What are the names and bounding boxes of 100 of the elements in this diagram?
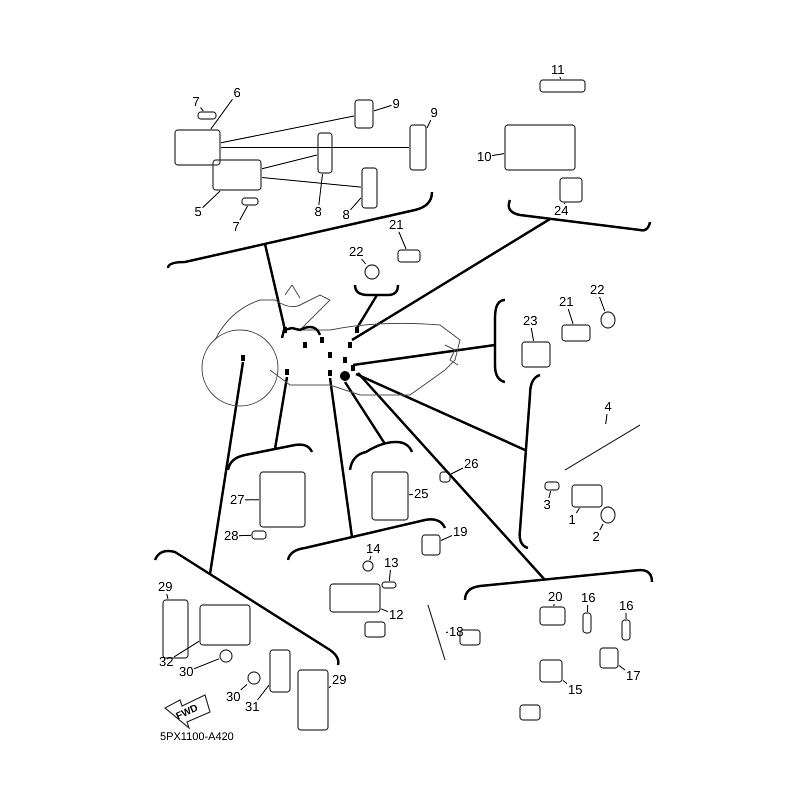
callout-number: 12 [389,608,404,622]
callout-number: 22 [590,283,604,297]
connector-line [351,218,551,342]
cable-line [262,154,318,170]
leader-line [586,604,588,612]
callout-number: 23 [523,314,538,328]
bracket [494,298,506,384]
callout-number: 32 [159,655,174,669]
callout-number: 9 [392,97,400,111]
callout-number: 19 [453,525,468,539]
callout-number: 16 [619,599,634,613]
callout-number: 4 [604,400,612,414]
leader-line [599,524,604,530]
callout-number: 6 [234,86,241,100]
callout-number: 26 [464,457,478,471]
washer-drawing [362,560,374,572]
o-ring-drawing [600,506,616,524]
connector-line [355,372,526,452]
washer-drawing [600,311,616,329]
leader-line [380,608,388,612]
leader-line [599,296,606,312]
connector-line [357,372,546,581]
leader-line [446,632,448,633]
leader-line [530,328,534,342]
callout-number: 18 [449,625,464,639]
leader-line [374,104,392,112]
callout-number: 25 [414,487,428,501]
bracket [226,443,314,470]
callout-number: 7 [192,95,200,109]
bracket [464,568,654,600]
callout-number: 13 [384,556,398,570]
bracket [508,200,652,232]
cable-line [262,176,362,188]
screw-drawing [582,612,592,634]
horn-drawing [371,471,409,521]
callout-number: 30 [226,690,240,704]
leader-line [426,120,432,129]
callout-number: 8 [342,208,350,222]
callout-number: 9 [430,106,438,120]
part-code: 5PX1100-A420 [160,730,234,744]
leader-line [388,570,391,582]
leader-line [166,594,168,600]
plug-cap-drawing [317,132,333,174]
connector-line [356,294,378,329]
leader-line [194,658,220,670]
sensor-drawing [561,324,591,342]
cable-line [220,147,410,148]
leader-line [562,680,568,684]
connector-line [352,344,496,366]
connector-line [208,362,244,574]
sleeve-drawing [521,341,551,368]
leader-line [440,535,452,542]
sensor-drawing [539,606,566,626]
callout-number: 29 [158,580,172,594]
callout-number: 2 [592,530,600,544]
callout-number: 30 [179,665,194,679]
connector-line [328,378,354,538]
sensor-drawing [571,484,603,508]
leader-line [361,258,366,264]
cable-drawing [564,424,640,471]
callout-number: 21 [389,218,404,232]
leader-line [328,686,332,688]
screw-drawing [381,581,397,589]
leader-line [238,534,252,536]
nut-drawing [247,671,261,685]
callout-number: 22 [349,245,364,259]
leader-line [408,494,414,496]
callout-number: 1 [568,513,576,527]
leader-line [239,206,248,220]
callout-number: 24 [554,204,568,218]
bracket [154,550,340,666]
leader-line [553,604,555,606]
bolt-drawing [251,530,267,540]
callout-number: 28 [224,529,238,543]
leader-line [210,98,233,130]
callout-number: 3 [544,498,551,512]
actuator-drawing [329,583,381,613]
plug-cap-drawing [354,99,374,129]
bracket [166,192,434,268]
plug-cap-drawing [361,167,378,209]
callout-number: 7 [232,220,240,234]
leader-line [548,490,552,498]
connector-line [344,381,386,445]
leader-line [492,153,504,156]
bracket [348,440,414,470]
callout-number: 5 [194,205,202,219]
clamp-drawing [599,647,619,669]
connector-line [274,376,288,450]
control-unit-drawing [504,124,576,171]
rod-drawing [427,604,446,660]
leader-line [568,308,574,324]
callout-number: 20 [548,590,562,604]
callout-number: 11 [551,63,564,77]
leader-line [174,640,200,658]
callout-number: 16 [581,591,596,605]
ignition-coil-drawing [174,129,221,166]
nut-drawing [439,471,451,483]
leader-line [200,107,204,112]
plug-cap-drawing [409,124,427,171]
callout-number: 8 [314,205,322,219]
